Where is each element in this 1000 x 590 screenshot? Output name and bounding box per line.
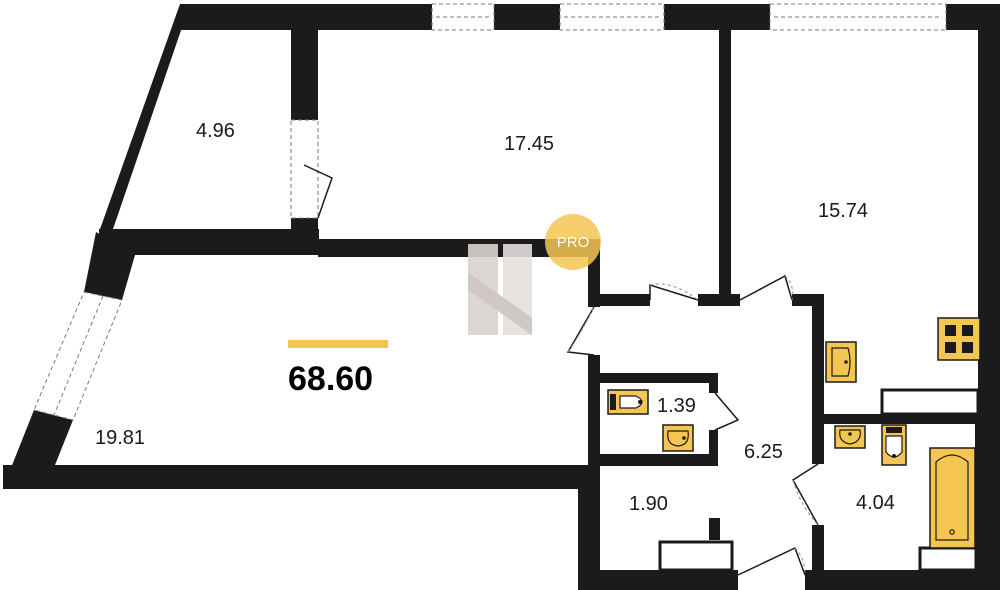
room-area-living: 19.81 [95, 427, 145, 449]
kitchen-sink-icon [825, 341, 857, 383]
room-area-bedroom: 17.45 [504, 133, 554, 155]
door-bath [792, 463, 819, 526]
wall-hall-top-mid [698, 294, 740, 306]
total-area: 68.60 [288, 360, 373, 398]
wall-bedroom-kitchen [719, 30, 731, 305]
storage-shelf [658, 540, 734, 572]
wall-bottom [578, 570, 738, 590]
pro-badge: PRO [545, 214, 601, 270]
bathtub-icon [929, 447, 976, 549]
room-area-bathroom: 4.04 [856, 492, 895, 514]
stove-icon [937, 317, 981, 361]
pro-badge-label: PRO [557, 234, 590, 251]
wall-balcony-bottom [99, 229, 319, 255]
wall-balcony-diagonal [99, 4, 190, 232]
bath-shelf [918, 546, 978, 572]
kitchen-counter-base [880, 388, 980, 416]
wall-right [978, 4, 1000, 414]
room-area-hall: 6.25 [744, 441, 783, 463]
wall-wc-right-low [709, 430, 718, 466]
door-balcony [303, 164, 333, 219]
wall-bottom-right [805, 570, 1000, 590]
wall-bottom-left [578, 465, 600, 590]
wall-storage-divider [709, 518, 720, 540]
wc-sink-icon [662, 424, 694, 452]
window-top-1 [431, 3, 495, 31]
logo-watermark [468, 244, 532, 335]
wall-hall-top [600, 294, 650, 306]
wall-wc-bottom [600, 454, 718, 466]
wall-bath-top [824, 414, 1000, 424]
room-area-storage: 1.90 [629, 493, 668, 515]
toilet-wc-icon [607, 389, 649, 415]
wall-hall-top-left [588, 257, 600, 307]
door-entrance [737, 546, 806, 576]
window-top-2 [559, 3, 665, 31]
walls [3, 4, 1000, 590]
total-area-bar [288, 340, 388, 348]
door-kitchen [739, 274, 793, 301]
toilet-bath-icon [881, 424, 907, 466]
wall-bath-right [975, 414, 1000, 590]
door-wc [714, 392, 740, 431]
fixtures [607, 317, 981, 549]
room-area-balcony: 4.96 [196, 120, 235, 142]
room-area-wc: 1.39 [657, 395, 696, 417]
windows [33, 3, 947, 421]
wall-living-corner [84, 232, 135, 300]
door-bedroom [649, 283, 699, 301]
wall-bedroom-left [291, 4, 318, 120]
wall-hall-right-upper [812, 294, 824, 464]
wall-living-bottom [3, 465, 598, 489]
wall-wc-top [600, 373, 718, 383]
wall-hall-right-lower [812, 525, 824, 580]
doors [303, 164, 819, 576]
bath-sink-icon [834, 425, 866, 449]
room-area-kitchen: 15.74 [818, 200, 868, 222]
wall-wc-right [709, 373, 718, 393]
